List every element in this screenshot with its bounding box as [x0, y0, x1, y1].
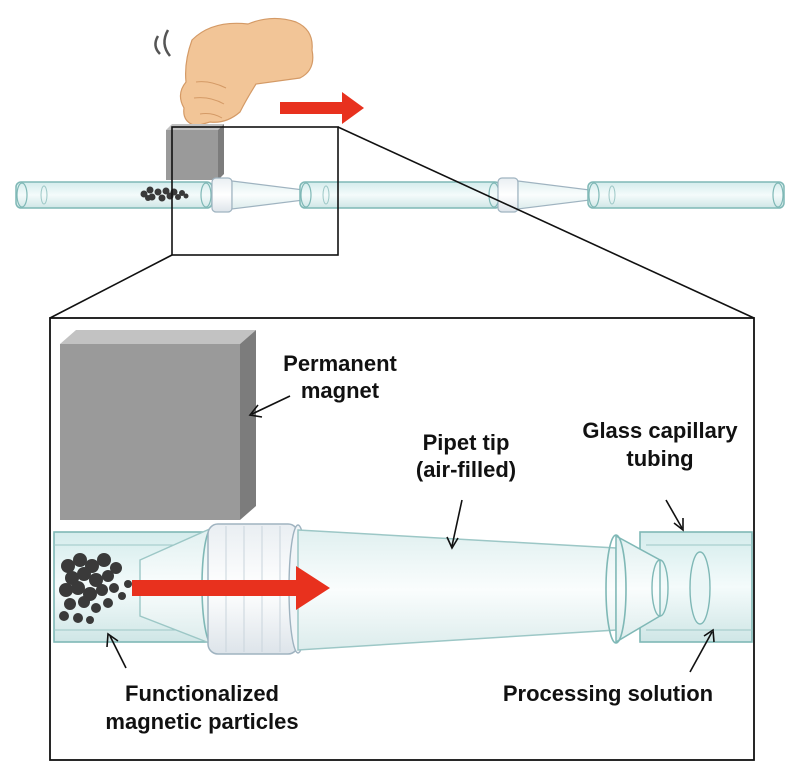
pipet-label-line-1: Pipet tip: [423, 430, 510, 455]
detail-pipet-tip: [297, 529, 617, 651]
right-arrow-icon: [280, 92, 364, 124]
motion-lines-icon: [154, 35, 161, 55]
zoom-line-left: [49, 254, 173, 319]
particles-label-line-1: Functionalized: [125, 681, 279, 706]
zoom-line-right: [337, 126, 755, 319]
magnet-label-line-1: Permanent: [283, 351, 397, 376]
detail-panel: Permanent magnet Pipet tip (air-filled) …: [49, 317, 755, 761]
particles-label-line-2: magnetic particles: [105, 709, 298, 734]
pipet-label: Pipet tip (air-filled): [416, 430, 516, 482]
capillary-label: Glass capillary tubing: [582, 418, 738, 471]
overview-tube-3: [587, 181, 785, 209]
overview-tube-2: [299, 181, 501, 209]
magnet-large: [60, 330, 256, 520]
motion-lines-icon: [163, 29, 171, 57]
right-arrow-icon: [132, 566, 330, 610]
pointer-arrows: [106, 395, 715, 673]
magnet-label: Permanent magnet: [283, 351, 397, 403]
zoom-region: [171, 126, 339, 256]
capillary-label-line-1: Glass capillary: [582, 418, 738, 443]
overview-panel: [15, 17, 785, 256]
detail-particles: [59, 553, 132, 624]
solution-label: Processing solution: [503, 681, 713, 706]
magnet-label-line-2: magnet: [301, 378, 380, 403]
capillary-label-line-2: tubing: [626, 446, 693, 471]
detail-tube-right: [605, 531, 753, 644]
magnet-small: [166, 124, 224, 180]
overview-pipet-1: [211, 177, 305, 213]
pipet-label-line-2: (air-filled): [416, 457, 516, 482]
hand-icon: [154, 17, 314, 127]
particles-label: Functionalized magnetic particles: [105, 681, 298, 734]
solution-label-line-1: Processing solution: [503, 681, 713, 706]
